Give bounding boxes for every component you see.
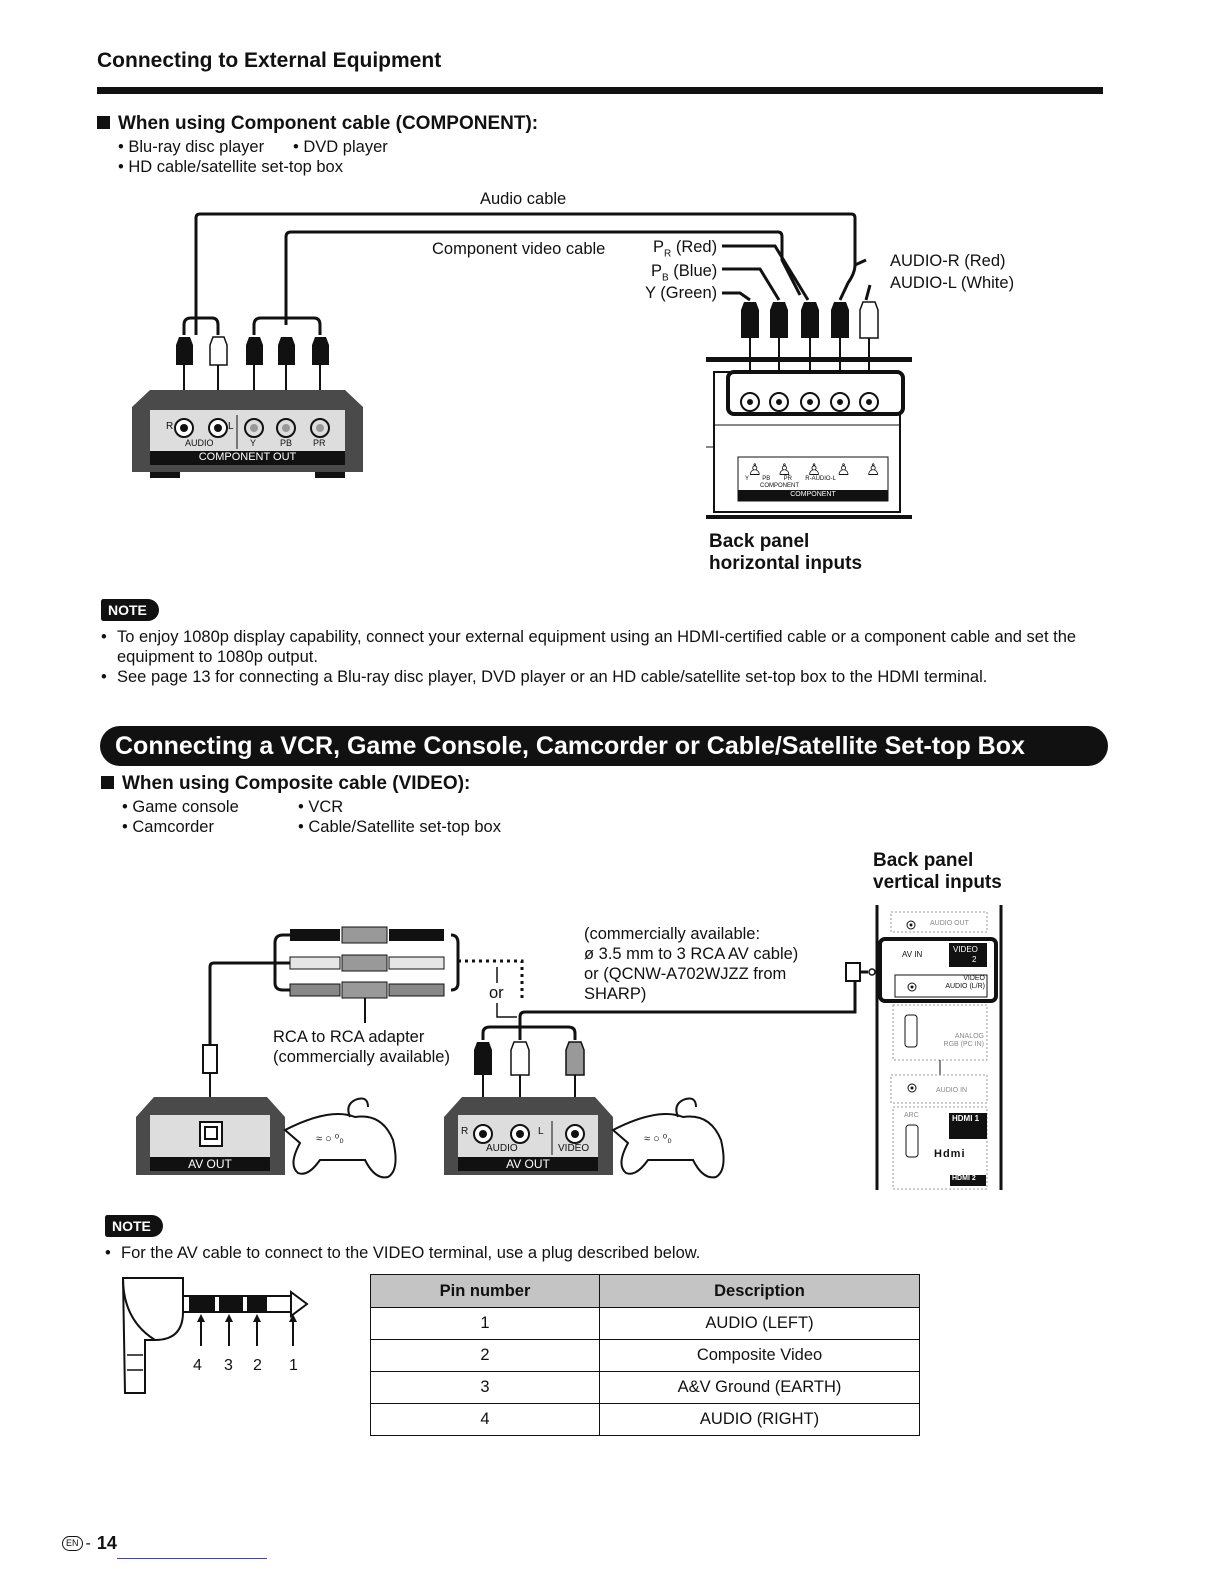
rca-jack-icon: ♙ <box>777 462 792 479</box>
src-audio-label: AUDIO <box>185 438 214 448</box>
audio-out-label: AUDIO OUT <box>930 920 969 927</box>
src-y-label: Y <box>250 438 257 448</box>
plug-pin-1: 1 <box>289 1357 298 1374</box>
r-label: R <box>461 1126 469 1137</box>
header-rule <box>97 87 1103 94</box>
list-item: • VCR <box>298 798 344 816</box>
language-badge: EN <box>62 1536 83 1551</box>
note-item: •For the AV cable to connect to the VIDE… <box>105 1244 701 1262</box>
plug-pin-4: 4 <box>193 1357 202 1374</box>
y-green-label: Y (Green) <box>645 284 718 302</box>
pb-blue-label: PB (Blue) <box>651 262 718 284</box>
note-list: •To enjoy 1080p display capability, conn… <box>101 627 1111 687</box>
av-in-label: AV IN <box>902 950 923 959</box>
square-bullet-icon <box>101 776 114 789</box>
audio-label: AUDIO <box>486 1143 518 1154</box>
plug-pin-2: 2 <box>253 1357 262 1374</box>
l-label: L <box>538 1126 544 1137</box>
av-cable-note: (commercially available:ø 3.5 mm to 3 RC… <box>584 925 799 1003</box>
note-item: •See page 13 for connecting a Blu-ray di… <box>101 668 988 686</box>
video-label: VIDEO <box>558 1143 590 1154</box>
component-video-cable-label: Component video cable <box>432 240 606 258</box>
audio-in-label: AUDIO IN <box>936 1087 968 1094</box>
footer-link-rule <box>117 1558 267 1559</box>
pr-red-label: PR (Red) <box>653 238 718 260</box>
src-pr-label: PR <box>313 438 326 448</box>
rca-jack-icon: ♙ <box>866 462 881 479</box>
audio-r-label: AUDIO-R (Red) <box>890 252 1006 270</box>
list-item: • Game console <box>122 798 239 816</box>
list-item: • HD cable/satellite set-top box <box>118 158 343 176</box>
tv-jack-icons: ♙ ♙ ♙ ♙ ♙ <box>740 460 888 480</box>
hdmi1-label: HDMI 1 <box>952 1114 980 1123</box>
page-header: Connecting to External Equipment <box>97 49 442 72</box>
rca-jack-icon: ♙ <box>836 462 851 479</box>
footer-dash: - <box>85 1534 91 1552</box>
src-pb-label: PB <box>280 438 293 448</box>
table-header-row: Pin number Description <box>370 1274 920 1308</box>
audio-l-label: AUDIO-L (White) <box>890 274 1015 292</box>
page-footer: EN - 14 <box>62 1533 117 1554</box>
list-item: • Blu-ray disc player <box>118 138 265 156</box>
av-out-label: AV OUT <box>188 1157 232 1171</box>
video-tab-number: 2 <box>972 955 977 964</box>
av-out-label: AV OUT <box>506 1157 550 1171</box>
note-badge: NOTE <box>101 599 159 621</box>
note-item: •To enjoy 1080p display capability, conn… <box>101 628 1077 666</box>
arc-label: ARC <box>904 1112 919 1119</box>
component-heading: When using Component cable (COMPONENT): <box>97 113 538 135</box>
audio-cable-label: Audio cable <box>480 190 567 208</box>
src-r-label: R <box>166 421 174 432</box>
component-connection-diagram <box>132 212 912 519</box>
controller-buttons-icon: ≈ ○ ⁰₀ <box>316 1133 344 1145</box>
column-header: Pin number <box>370 1274 600 1308</box>
page-number: 14 <box>96 1533 117 1553</box>
plug-pin-3: 3 <box>224 1357 233 1374</box>
list-item: • Cable/Satellite set-top box <box>298 818 501 836</box>
or-label: or <box>489 984 504 1002</box>
composite-heading: When using Composite cable (VIDEO): <box>101 773 470 795</box>
tv-jack-labels: Y PB PR R-AUDIO-L <box>745 476 836 482</box>
composite-connection-diagram <box>136 905 1003 1190</box>
tv-component-bar: COMPONENT <box>790 491 836 498</box>
video-tab-label: VIDEO <box>953 945 978 954</box>
controller-buttons-icon: ≈ ○ ⁰₀ <box>644 1133 672 1145</box>
rca-jack-icon: ♙ <box>747 462 762 479</box>
list-item: • DVD player <box>293 138 388 156</box>
rca-adapter-label: RCA to RCA adapter(commercially availabl… <box>273 1028 450 1066</box>
column-header: Description <box>599 1274 920 1308</box>
hdmi2-label: HDMI 2 <box>952 1175 976 1182</box>
note-badge: NOTE <box>105 1215 163 1237</box>
list-item: • Camcorder <box>122 818 214 836</box>
component-out-label: COMPONENT OUT <box>198 451 297 463</box>
hdmi-logo-icon: Hdmi <box>934 1148 966 1160</box>
square-bullet-icon <box>97 116 110 129</box>
src-l-label: L <box>228 421 234 432</box>
section-banner: Connecting a VCR, Game Console, Camcorde… <box>100 726 1108 766</box>
rca-jack-icon: ♙ <box>806 462 822 479</box>
tv-component-label: COMPONENT <box>760 483 799 489</box>
plug-diagram <box>121 1277 309 1394</box>
